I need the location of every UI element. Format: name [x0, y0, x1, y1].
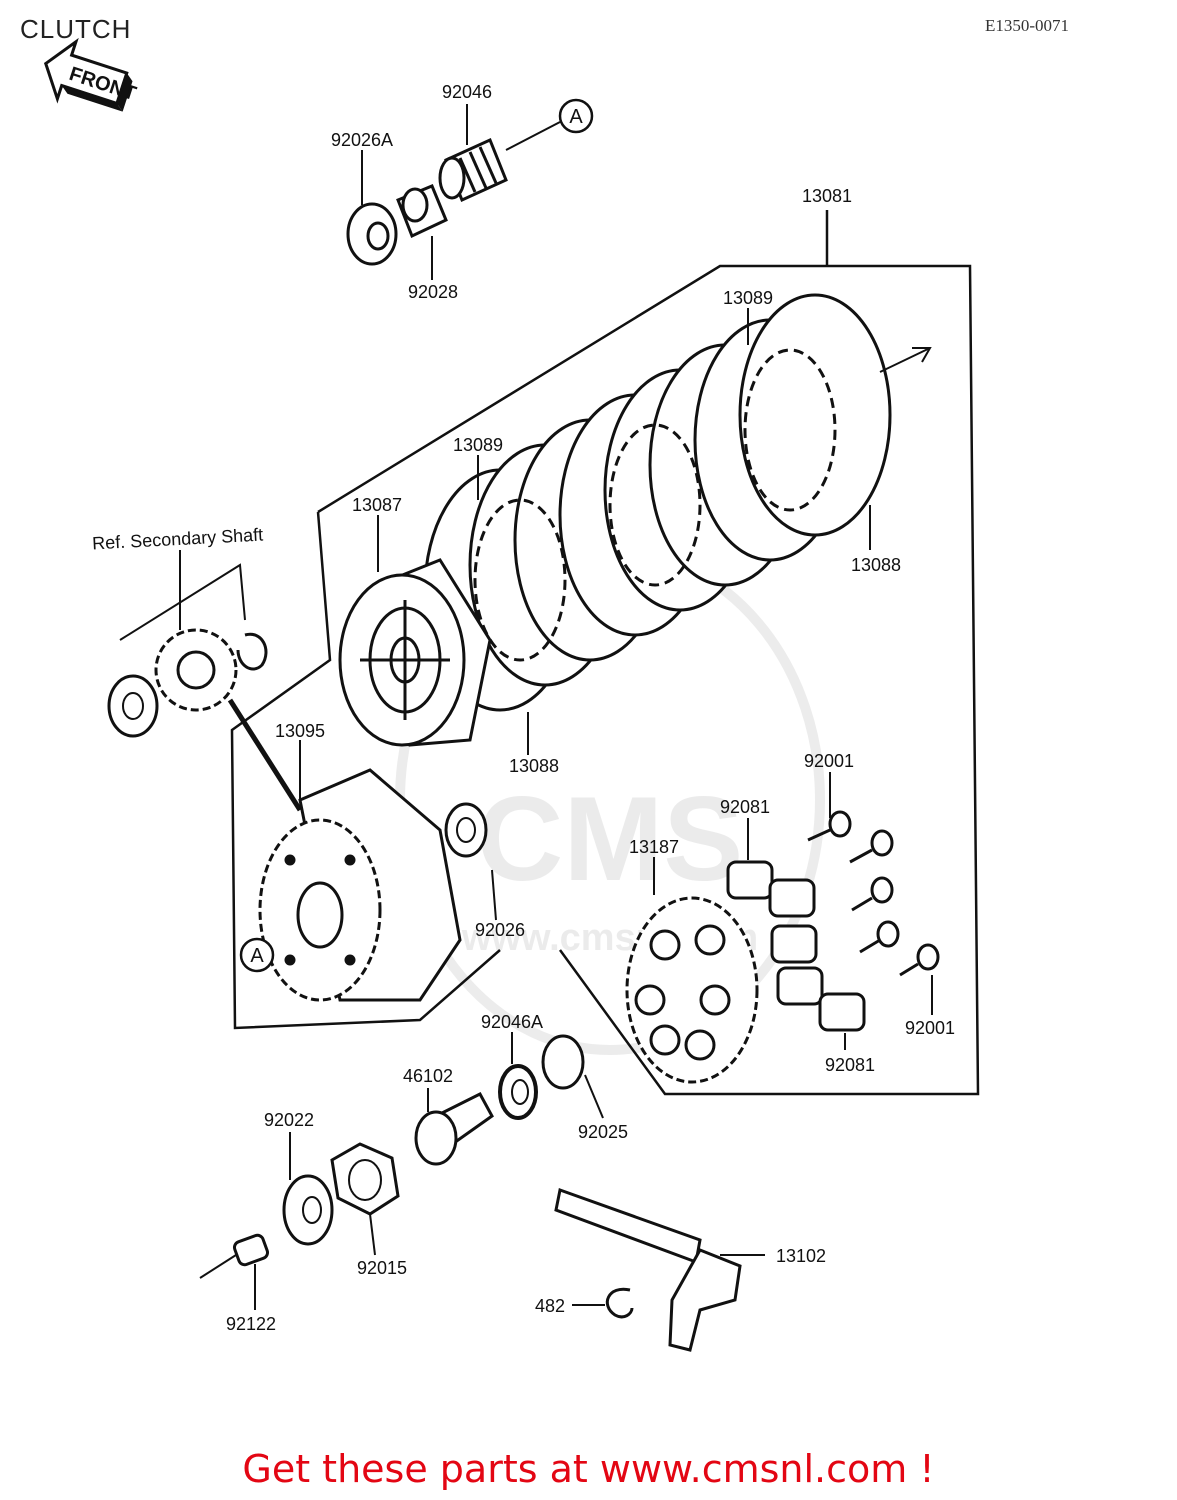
- part-label: 13088: [851, 555, 901, 575]
- part-label: 13095: [275, 721, 325, 741]
- clutch-housing-13095: [258, 768, 462, 1002]
- part-label: 13081: [802, 186, 852, 206]
- part-label: 13102: [776, 1246, 826, 1266]
- clutch-plate-stack: [423, 293, 892, 712]
- part-label: 92081: [720, 797, 770, 817]
- part-label: 92122: [226, 1314, 276, 1334]
- part-label: 482: [535, 1296, 565, 1316]
- part-label: 13088: [509, 756, 559, 776]
- part-label: 92028: [408, 282, 458, 302]
- washer-92025: [541, 1034, 585, 1090]
- release-shaft-13102: [554, 1188, 742, 1352]
- part-label: 92001: [905, 1018, 955, 1038]
- sleeve-92028: [396, 184, 448, 239]
- leader-lines: [254, 104, 933, 1310]
- part-label: 92026A: [331, 130, 393, 150]
- push-piece-46102: [414, 1092, 494, 1166]
- part-label: 92015: [357, 1258, 407, 1278]
- part-label: 92025: [578, 1122, 628, 1142]
- callout-letter-a-top: A: [569, 106, 583, 128]
- clutch-bolts-92001: [807, 810, 940, 977]
- callout-letter-a-bottom: A: [250, 945, 264, 967]
- clutch-hub-13087: [338, 558, 492, 747]
- secondary-shaft-gear: [154, 628, 238, 712]
- part-labels: 92046 92026A 92028 13081 13089 13089 130…: [226, 82, 955, 1334]
- diagram-code: E1350-0071: [985, 16, 1070, 35]
- diagram-title: CLUTCH: [20, 14, 132, 44]
- part-label: 92026: [475, 920, 525, 940]
- footer-promo-text: Get these parts at www.cmsnl.com !: [242, 1447, 935, 1491]
- pin-92122: [232, 1233, 270, 1267]
- seal-92026a: [346, 202, 398, 266]
- exploded-view: CMS www.cmsnl.com FRONT: [43, 37, 980, 1352]
- part-label: 92046: [442, 82, 492, 102]
- part-label: 92046A: [481, 1012, 543, 1032]
- part-label: 13087: [352, 495, 402, 515]
- ref-secondary-shaft-label: Ref. Secondary Shaft: [92, 525, 264, 554]
- part-label: 92001: [804, 751, 854, 771]
- part-label: 13187: [629, 837, 679, 857]
- circlip-482: [605, 1287, 634, 1319]
- clutch-springs-92081: [726, 860, 866, 1032]
- needle-bearing-92046: [438, 137, 508, 203]
- pressure-plate-13187: [625, 896, 759, 1084]
- shaft-circlip: [236, 632, 268, 671]
- part-label: 46102: [403, 1066, 453, 1086]
- part-label: 13089: [723, 288, 773, 308]
- callout-circle-a-bottom: [239, 937, 275, 973]
- part-label: 92081: [825, 1055, 875, 1075]
- part-label: 13089: [453, 435, 503, 455]
- assembly-boundary: [230, 210, 980, 1096]
- part-label: 92022: [264, 1110, 314, 1130]
- watermark-text: CMS: [477, 772, 744, 906]
- front-arrow-icon: FRONT: [43, 37, 139, 112]
- callout-circle-a-top: [558, 98, 594, 134]
